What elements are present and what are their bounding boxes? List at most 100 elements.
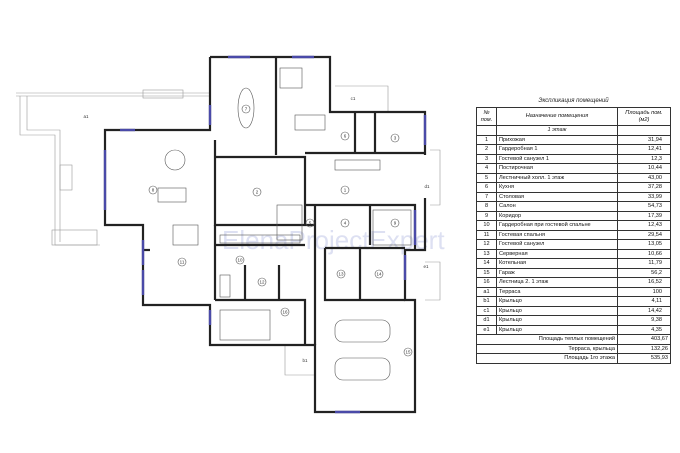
- row-name: Лестница 2. 1 этаж: [496, 277, 618, 288]
- row-name: Гардеробная при гостевой спальне: [496, 220, 618, 231]
- row-num: 16: [476, 277, 497, 288]
- room-number: 16: [282, 309, 288, 314]
- row-name: Котельная: [496, 258, 618, 269]
- row-area: 100: [617, 286, 671, 297]
- row-num: 15: [476, 267, 497, 278]
- row-name: Гардеробная 1: [496, 144, 618, 155]
- row-name: Серверная: [496, 248, 618, 259]
- header-area: Площадь пом. (м2): [617, 107, 671, 126]
- row-area: 11,79: [617, 258, 671, 269]
- outdoor-label: d1: [424, 184, 430, 189]
- room-marker: [374, 269, 384, 279]
- row-num: 4: [476, 163, 497, 174]
- row-num: 13: [476, 248, 497, 259]
- schedule-title: Экспликация помещений: [538, 98, 609, 104]
- room-number: 11: [180, 259, 185, 264]
- row-area: 31,94: [617, 134, 671, 145]
- row-name: Салон: [496, 201, 618, 212]
- row-area: 54,73: [617, 201, 671, 212]
- room-marker: [336, 269, 346, 279]
- row-num: 10: [476, 220, 497, 231]
- row-area: 43,00: [617, 172, 671, 183]
- room-marker: [177, 257, 187, 267]
- room-number: 10: [237, 257, 243, 262]
- row-area: 10,66: [617, 248, 671, 259]
- summary-value: 535,93: [617, 353, 671, 364]
- row-num: b1: [476, 296, 497, 307]
- row-num: 2: [476, 144, 497, 155]
- row-name: Гостевой санузел 1: [496, 153, 618, 164]
- furniture: [157, 67, 412, 381]
- row-name: Гараж: [496, 267, 618, 278]
- row-name: Прихожая: [496, 134, 618, 145]
- row-num: 1: [476, 134, 497, 145]
- room-marker: [280, 307, 290, 317]
- row-name: Крыльцо: [496, 305, 618, 316]
- row-area: 37,28: [617, 182, 671, 193]
- room-marker: [340, 131, 350, 141]
- row-name: Гостевая спальня: [496, 229, 618, 240]
- row-name: Крыльцо: [496, 296, 618, 307]
- room-number: 5: [309, 220, 312, 225]
- row-area: 4,11: [617, 296, 671, 307]
- row-area: 9,38: [617, 315, 671, 326]
- header-row: № пом. Назначение помещения Площадь пом.…: [476, 107, 671, 126]
- room-marker: [340, 185, 350, 195]
- summary-label: Терраса, крыльца: [476, 343, 618, 354]
- row-name: Кухня: [496, 182, 618, 193]
- room-number: 15: [405, 349, 411, 354]
- room-schedule: Экспликация помещений № пом. Назначение …: [476, 96, 671, 364]
- row-area: 29,54: [617, 229, 671, 240]
- row-num: 6: [476, 182, 497, 193]
- room-number: 3: [394, 135, 397, 140]
- row-name: Терраса: [496, 286, 618, 297]
- floor-row: 1 этаж: [476, 125, 671, 136]
- room-marker: [390, 133, 400, 143]
- summary-label: Площадь 1го этажа: [476, 353, 618, 364]
- row-area: 12,43: [617, 220, 671, 231]
- header-name: Назначение помещения: [496, 107, 618, 126]
- room-number: 8: [152, 187, 155, 192]
- room-number: 12: [259, 279, 265, 284]
- outdoor-label: e1: [423, 264, 429, 269]
- room-number: 4: [344, 220, 347, 225]
- room-marker: [305, 218, 315, 228]
- room-number: 9: [394, 220, 397, 225]
- room-number: 7: [245, 106, 248, 111]
- summary-label: Площадь теплых помещений: [476, 334, 618, 345]
- summary-value: 132,26: [617, 343, 671, 354]
- row-area: 16,52: [617, 277, 671, 288]
- row-num: 5: [476, 172, 497, 183]
- room-marker: [241, 104, 251, 114]
- room-number: 14: [376, 271, 382, 276]
- row-num: c1: [476, 305, 497, 316]
- row-name: Коридор: [496, 210, 618, 221]
- row-name: Крыльцо: [496, 324, 618, 335]
- room-marker: [390, 218, 400, 228]
- room-number: 6: [344, 133, 347, 138]
- row-name: Лестничный холл. 1 этаж: [496, 172, 618, 183]
- row-num: 11: [476, 229, 497, 240]
- row-num: a1: [476, 286, 497, 297]
- row-area: 56,2: [617, 267, 671, 278]
- outdoor-label: a1: [83, 114, 89, 119]
- row-area: 14,42: [617, 305, 671, 316]
- row-area: 17,39: [617, 210, 671, 221]
- header-num: № пом.: [476, 107, 497, 126]
- room-number: 1: [344, 187, 347, 192]
- room-marker: [403, 347, 413, 357]
- outdoor-label: c1: [351, 96, 356, 101]
- row-area: 12,41: [617, 144, 671, 155]
